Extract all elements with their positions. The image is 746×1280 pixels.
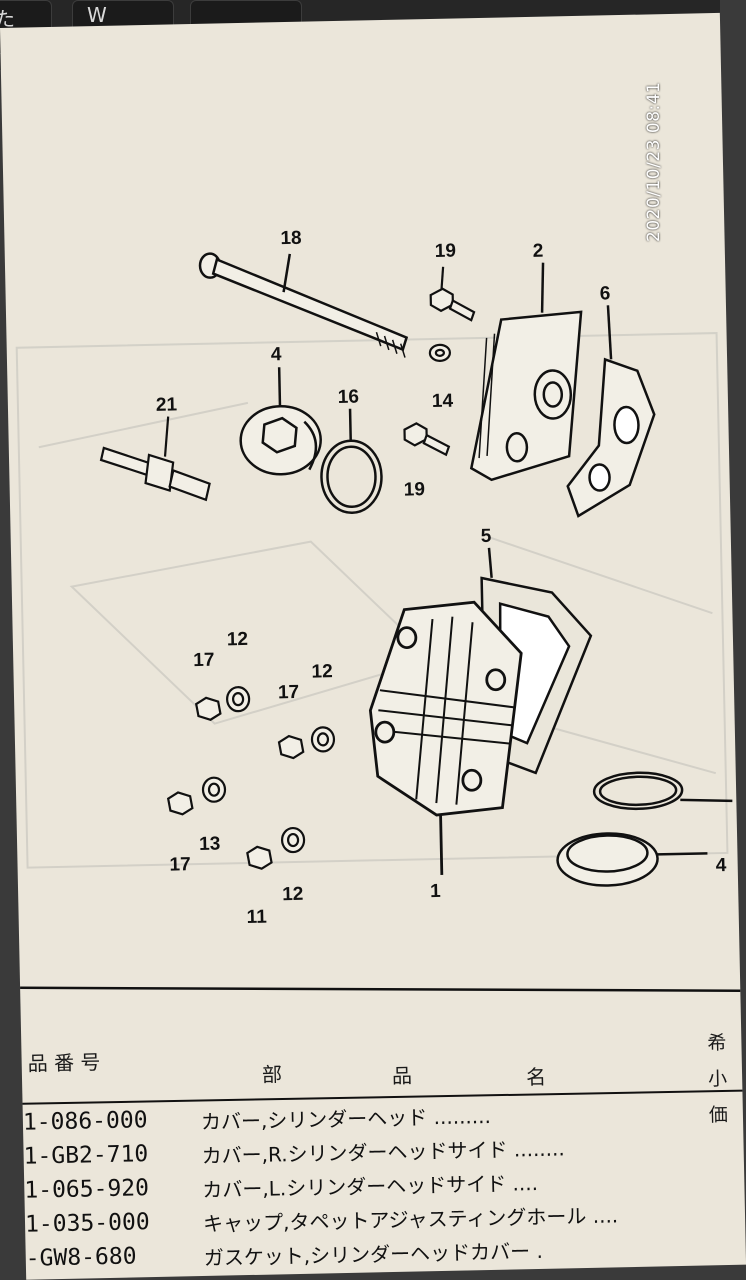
part-number-cell: -GW8-680 xyxy=(25,1243,137,1272)
callout-label: 2 xyxy=(532,240,544,262)
callout-label: 12 xyxy=(226,628,249,651)
callout-label: 16 xyxy=(337,386,360,409)
part-name-header-char: 名 xyxy=(525,1064,547,1090)
part-name-cell: ガスケット,シリンダーヘッドカバー . xyxy=(203,1238,544,1270)
part-name-cell: カバー,シリンダーヘッド ......... xyxy=(200,1103,492,1135)
part-number-cell: 1-035-000 xyxy=(24,1209,150,1238)
part-name-cell: キャップ,タペットアジャスティングホール .... xyxy=(202,1203,619,1237)
part-name-header-char: 部 xyxy=(261,1062,283,1087)
header-divider xyxy=(22,1089,743,1105)
callout-label: 14 xyxy=(431,390,454,413)
callout-label: 13 xyxy=(198,833,221,856)
part-number-header: 品 番 号 xyxy=(27,1050,101,1076)
callout-label: 5 xyxy=(480,525,492,548)
part-name-cell: カバー,R.シリンダーヘッドサイド ........ xyxy=(201,1136,565,1169)
callout-label: 21 xyxy=(155,394,178,416)
callout-label: 19 xyxy=(403,479,426,501)
callout-label: 1 xyxy=(429,880,441,903)
callout-label: 18 xyxy=(280,227,302,250)
callout-label: 19 xyxy=(434,240,457,262)
part-name-header-char: 品 xyxy=(391,1063,413,1089)
callout-label: 17 xyxy=(169,854,191,876)
callout-label: 11 xyxy=(246,906,267,929)
callout-label: 4 xyxy=(715,854,727,877)
part-number-cell: 1-086-000 xyxy=(22,1107,148,1136)
callout-label: 6 xyxy=(599,283,611,305)
callout-label: 12 xyxy=(281,883,304,906)
callout-label: 17 xyxy=(277,681,300,704)
part-number-cell: 1-065-920 xyxy=(24,1175,150,1204)
callout-label: 4 xyxy=(270,344,282,366)
callout-label: 12 xyxy=(311,661,333,683)
callout-label: 17 xyxy=(193,649,215,672)
parts-catalog-page: 18 19 2 6 4 14 21 16 19 5 12 17 12 17 17… xyxy=(0,12,746,1280)
part-name-cell: カバー,L.シリンダーヘッドサイド .... xyxy=(202,1170,539,1203)
exploded-parts-diagram xyxy=(15,252,741,992)
photo-timestamp: 2020/10/23 08:41 xyxy=(644,81,664,242)
part-number-cell: 1-GB2-710 xyxy=(23,1141,149,1170)
